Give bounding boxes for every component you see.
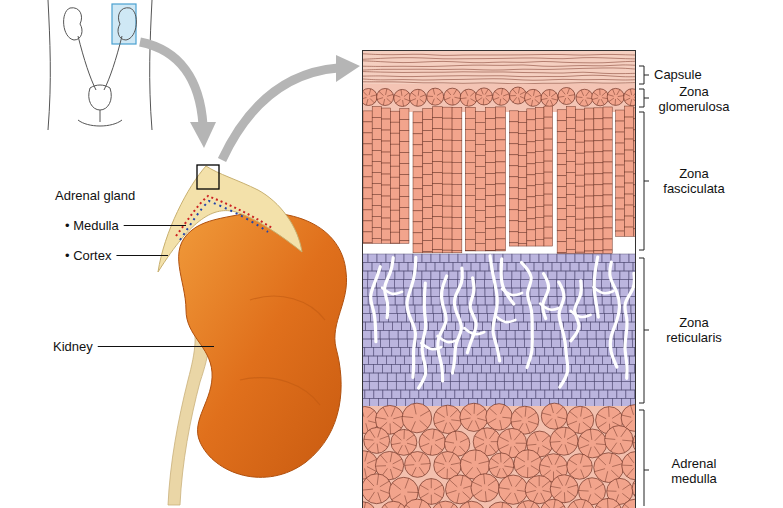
cell-cluster (402, 403, 432, 433)
cell-cluster (394, 89, 411, 106)
cell-cluster (550, 427, 578, 455)
cell-cluster (595, 498, 622, 508)
capsule-fiber (363, 58, 635, 60)
layer-label: Capsule (654, 67, 744, 82)
cell-cluster (391, 429, 417, 455)
cell-cluster (489, 453, 514, 478)
cell-cord (557, 107, 612, 254)
cell-cluster (458, 501, 486, 508)
cell-cluster (431, 501, 460, 508)
cell-cord (413, 107, 462, 253)
leader-lines (98, 226, 214, 347)
cell-cluster (509, 87, 526, 104)
cell-cluster (363, 88, 377, 105)
bracket (639, 66, 649, 506)
capsule-fiber (363, 68, 635, 70)
cell-cluster (475, 88, 492, 105)
adrenal-gland (158, 166, 302, 272)
layer-label: Adrenal medulla (650, 456, 738, 486)
cell-cluster (624, 89, 635, 106)
capsule-fiber (363, 82, 635, 84)
cell-cluster (578, 429, 607, 458)
part-label: • Cortex (65, 248, 155, 263)
cell-cluster (525, 476, 553, 504)
cell-cluster (558, 88, 575, 105)
cell-cord (616, 106, 635, 236)
cell-cluster (486, 502, 515, 508)
cell-cluster (405, 452, 431, 478)
cell-cluster (471, 474, 499, 502)
cell-cluster (446, 475, 475, 504)
kidney (179, 213, 347, 478)
cell-cluster (409, 89, 426, 106)
cell-cluster (541, 499, 566, 508)
leader-line (98, 346, 214, 347)
cell-cluster (419, 429, 445, 455)
cell-cluster (605, 426, 633, 454)
organ-label: Kidney (53, 339, 123, 354)
cell-cluster (486, 404, 513, 431)
cell-cluster (380, 501, 408, 508)
cell-cluster (514, 450, 542, 478)
cell-cord (465, 107, 505, 251)
fasciculata-band (363, 112, 635, 256)
cell-cluster (622, 451, 635, 479)
cell-cluster (516, 501, 541, 508)
cell-cluster (444, 88, 461, 105)
part-label: • Medulla (65, 218, 155, 233)
cell-cord (363, 107, 409, 244)
reticularis-band (363, 254, 635, 406)
capsule-fiber (363, 75, 635, 77)
leader-line (116, 255, 168, 256)
zoom-arrow (140, 42, 360, 160)
zoom-box (197, 165, 219, 189)
kidney-lobe (240, 296, 325, 405)
capsule-fiber (363, 61, 635, 63)
capsule-fiber (363, 65, 635, 67)
leader-line (124, 225, 186, 226)
panel-border (363, 51, 636, 508)
cell-cluster (594, 453, 624, 483)
cell-cluster (592, 89, 609, 106)
adrenal-medulla-line (176, 196, 272, 236)
reticularis-cells (363, 254, 635, 407)
cell-cluster (460, 403, 488, 431)
cell-cluster (499, 475, 528, 504)
cell-cluster (576, 89, 593, 106)
capsule-fiber (363, 54, 635, 56)
cell-cluster (427, 88, 444, 105)
cell-cluster (434, 405, 462, 433)
cell-cluster (460, 89, 477, 106)
cell-cluster (541, 90, 558, 107)
cell-cluster (632, 475, 635, 502)
cell-cluster (621, 499, 635, 508)
cell-cord (510, 106, 553, 246)
cell-cluster (550, 475, 578, 503)
cell-cluster (567, 499, 594, 508)
cell-cluster (541, 403, 567, 429)
layer-label: Zona reticularis (650, 315, 738, 345)
layer-label: Zona fasciculata (650, 166, 738, 196)
cell-cluster (607, 88, 624, 105)
cell-cluster (525, 89, 542, 106)
cell-cluster (567, 454, 592, 479)
adrenal-medulla-line (180, 201, 268, 240)
cell-cluster (377, 88, 394, 105)
body-figure (48, 0, 152, 130)
cell-cluster (363, 474, 392, 504)
layer-label: Zona glomerulosa (650, 84, 738, 114)
cell-cluster (364, 427, 390, 453)
organ-label: Adrenal gland (55, 188, 165, 203)
histology-section (363, 51, 635, 508)
cell-cluster (403, 499, 432, 508)
cell-cluster (363, 502, 376, 508)
capsule-fiber (363, 79, 635, 81)
cell-cluster (493, 88, 510, 105)
capsule-fiber (363, 72, 635, 74)
